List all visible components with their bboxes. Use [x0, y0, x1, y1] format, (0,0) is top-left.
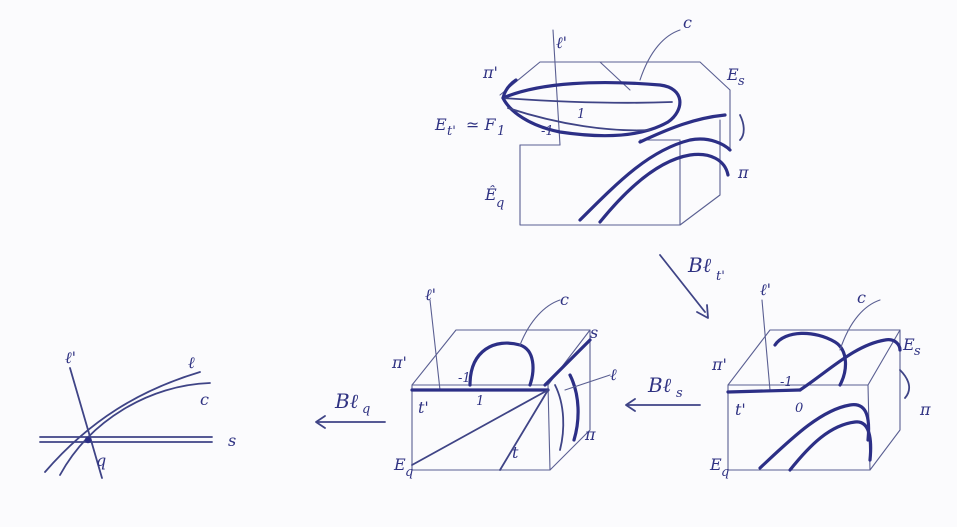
top-label-e-hat-sub: q — [496, 196, 504, 211]
middle-label-e-q: E — [393, 455, 406, 474]
right-label-e-q-sub: q — [721, 465, 729, 480]
top-label-e-s: E — [726, 65, 739, 84]
right-curves — [726, 299, 911, 472]
arrow-bl-s: Bℓ s — [625, 373, 701, 412]
left-figure: ℓ' ℓ c s q — [39, 348, 236, 479]
middle-label-pi-prime: π' — [391, 353, 407, 372]
right-label-minus-one: -1 — [780, 375, 793, 390]
left-label-l-prime: ℓ' — [65, 348, 76, 367]
top-label-minus-one: -1 — [541, 124, 554, 139]
middle-figure: ℓ' c s π' -1 ℓ t' 1 t π E q — [391, 285, 617, 480]
top-label-e-hat: Ê — [484, 184, 497, 204]
line-l — [44, 371, 201, 473]
arrow-bl-t-prime-label: Bℓ — [687, 253, 712, 277]
right-label-l-prime: ℓ' — [760, 280, 771, 299]
middle-label-l-prime: ℓ' — [425, 285, 436, 304]
top-label-pi-prime: π' — [482, 63, 498, 82]
top-label-one: 1 — [577, 107, 585, 122]
top-figure: ℓ' c π' 1 -1 E t' ≃ F 1 E s π Ê q — [434, 13, 749, 226]
middle-label-minus-one: -1 — [458, 371, 471, 386]
right-labels: ℓ' c E s π' -1 t' 0 π E q — [709, 280, 931, 480]
top-label-e-s-sub: s — [738, 74, 745, 89]
right-label-e-s: E — [902, 335, 915, 354]
arrow-bl-t-prime-sub: t' — [716, 269, 725, 284]
middle-label-c: c — [560, 290, 569, 309]
top-label-e-sub: t' — [447, 124, 456, 139]
right-label-e-q: E — [709, 455, 722, 474]
right-label-zero: 0 — [795, 401, 803, 416]
arrow-bl-t-prime: Bℓ t' — [659, 253, 725, 319]
top-label-l-prime: ℓ' — [556, 33, 567, 52]
left-label-s: s — [228, 431, 236, 450]
line-l-prime — [69, 367, 103, 479]
top-label-c: c — [683, 13, 692, 32]
arrow-bl-s-label: Bℓ — [647, 373, 672, 397]
middle-label-e-q-sub: q — [405, 465, 413, 480]
middle-curves — [410, 299, 611, 471]
middle-label-pi: π — [584, 425, 596, 444]
middle-labels: ℓ' c s π' -1 ℓ t' 1 t π E q — [391, 285, 617, 480]
top-label-pi: π — [737, 163, 749, 182]
top-labels: ℓ' c π' 1 -1 E t' ≃ F 1 E s π Ê q — [434, 13, 749, 211]
top-box-edges — [499, 29, 731, 226]
middle-label-l: ℓ — [610, 365, 617, 384]
middle-label-s: s — [590, 323, 598, 342]
right-label-pi-prime: π' — [711, 355, 727, 374]
arrow-bl-q: Bℓ q — [315, 389, 386, 429]
right-label-e-s-sub: s — [914, 344, 921, 359]
arrow-bl-q-sub: q — [362, 402, 370, 417]
left-label-l: ℓ — [188, 353, 195, 372]
top-exceptional-surface — [501, 78, 682, 138]
right-label-t-prime: t' — [735, 400, 746, 419]
top-label-approx-f: ≃ F — [466, 115, 496, 134]
right-figure: ℓ' c E s π' -1 t' 0 π E q — [709, 280, 931, 480]
top-label-e: E — [434, 115, 447, 134]
arrow-bl-s-sub: s — [676, 386, 683, 401]
middle-label-t-prime: t' — [418, 398, 429, 417]
middle-label-one: 1 — [476, 394, 484, 409]
left-label-q: q — [96, 451, 106, 470]
right-label-c: c — [857, 288, 866, 307]
left-label-c: c — [200, 390, 209, 409]
curve-c — [59, 382, 211, 476]
top-label-f-sub: 1 — [497, 124, 505, 139]
arrow-bl-q-label: Bℓ — [334, 389, 359, 413]
top-curves — [578, 29, 745, 224]
point-q — [84, 436, 92, 444]
right-label-pi: π — [919, 400, 931, 419]
middle-box-edges — [411, 299, 591, 471]
middle-label-t: t — [512, 443, 519, 462]
